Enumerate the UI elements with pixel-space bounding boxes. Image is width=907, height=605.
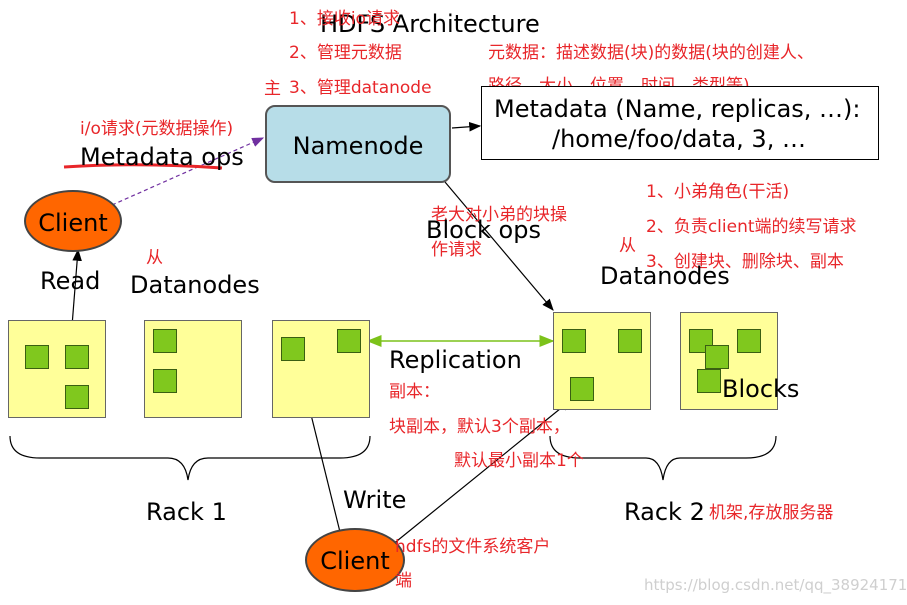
blocks-label: Blocks (722, 375, 800, 403)
block (562, 329, 586, 353)
block (65, 345, 89, 369)
namenode-role-2: 2、管理元数据 (289, 43, 402, 63)
rack1-label: Rack 1 (146, 498, 227, 526)
block (570, 377, 594, 401)
replica-title: 副本： (389, 382, 440, 402)
datanodes-label-left: Datanodes (130, 271, 260, 299)
client-bottom-label: Client (320, 547, 390, 575)
read-label: Read (40, 267, 101, 295)
rack-note: 机架,存放服务器 (709, 503, 834, 523)
block (337, 329, 361, 353)
write-label: Write (343, 486, 407, 514)
block (697, 369, 721, 393)
client-note-1: hdfs的文件系统客户 (395, 537, 551, 557)
block (705, 345, 729, 369)
datanode-rack1-c (272, 320, 370, 418)
block-ops-arrow (444, 181, 554, 311)
block-ops-label: Block ops (426, 216, 541, 244)
replica-default-1: 块副本，默认3个副本， (389, 417, 570, 437)
metadata-ops-underline (63, 163, 223, 170)
block (25, 345, 49, 369)
namenode-role-1: 1、接收io请求 (289, 9, 400, 29)
replica-default-2: 默认最小副本1个 (454, 451, 584, 471)
datanode-rack2-a (553, 312, 651, 410)
metadata-definition-1: 元数据：描述数据(块)的数据(块的创建人、 (488, 43, 814, 63)
metadata-ops-label: Metadata ops (80, 143, 244, 171)
metadata-box: Metadata (Name, replicas, …): /home/foo/… (481, 86, 879, 160)
datanodes-label-right: Datanodes (600, 262, 730, 290)
client-note-2: 端 (395, 571, 412, 591)
datanode-role-2: 2、负责client端的续写请求 (646, 217, 857, 237)
datanode-role-1: 1、小弟角色(干活) (646, 182, 790, 202)
rack2-label: Rack 2 (624, 498, 705, 526)
read-arrow (71, 248, 82, 327)
datanode-rack1-b (144, 320, 242, 418)
client-top-label: Client (38, 209, 108, 237)
master-label: 主 (264, 79, 281, 99)
rack1-brace (9, 435, 371, 481)
slave-label-right: 从 (619, 236, 636, 256)
write-arrow-2 (391, 399, 572, 546)
io-request-note: i/o请求(元数据操作) (80, 119, 234, 139)
block (737, 329, 761, 353)
diagram-title: HDFS Architecture (320, 10, 540, 38)
metadata-line-1: Metadata (Name, replicas, …): (494, 95, 861, 123)
block-ops-note-2: 作请求 (431, 240, 482, 260)
watermark: https://blog.csdn.net/qq_38924171 (644, 576, 907, 594)
block (153, 329, 177, 353)
rack2-brace (549, 435, 777, 481)
block (281, 337, 305, 361)
slave-label-left: 从 (146, 248, 163, 268)
client-node-bottom: Client (305, 528, 405, 592)
block (65, 385, 89, 409)
block (618, 329, 642, 353)
datanode-role-3: 3、创建块、删除块、副本 (646, 252, 844, 272)
datanode-rack1-a (8, 320, 106, 418)
block (153, 369, 177, 393)
namenode-label: Namenode (292, 132, 424, 160)
namenode-node: Namenode (265, 105, 451, 183)
namenode-to-metadata-arrow (451, 121, 482, 132)
client-node-top: Client (24, 190, 122, 252)
namenode-role-3: 3、管理datanode (289, 78, 432, 98)
metadata-line-2: /home/foo/data, 3, … (552, 125, 806, 153)
datanode-rack2-b (680, 312, 778, 410)
replication-label: Replication (389, 346, 522, 374)
block-ops-note-1: 老大对小弟的块操 (431, 205, 567, 225)
